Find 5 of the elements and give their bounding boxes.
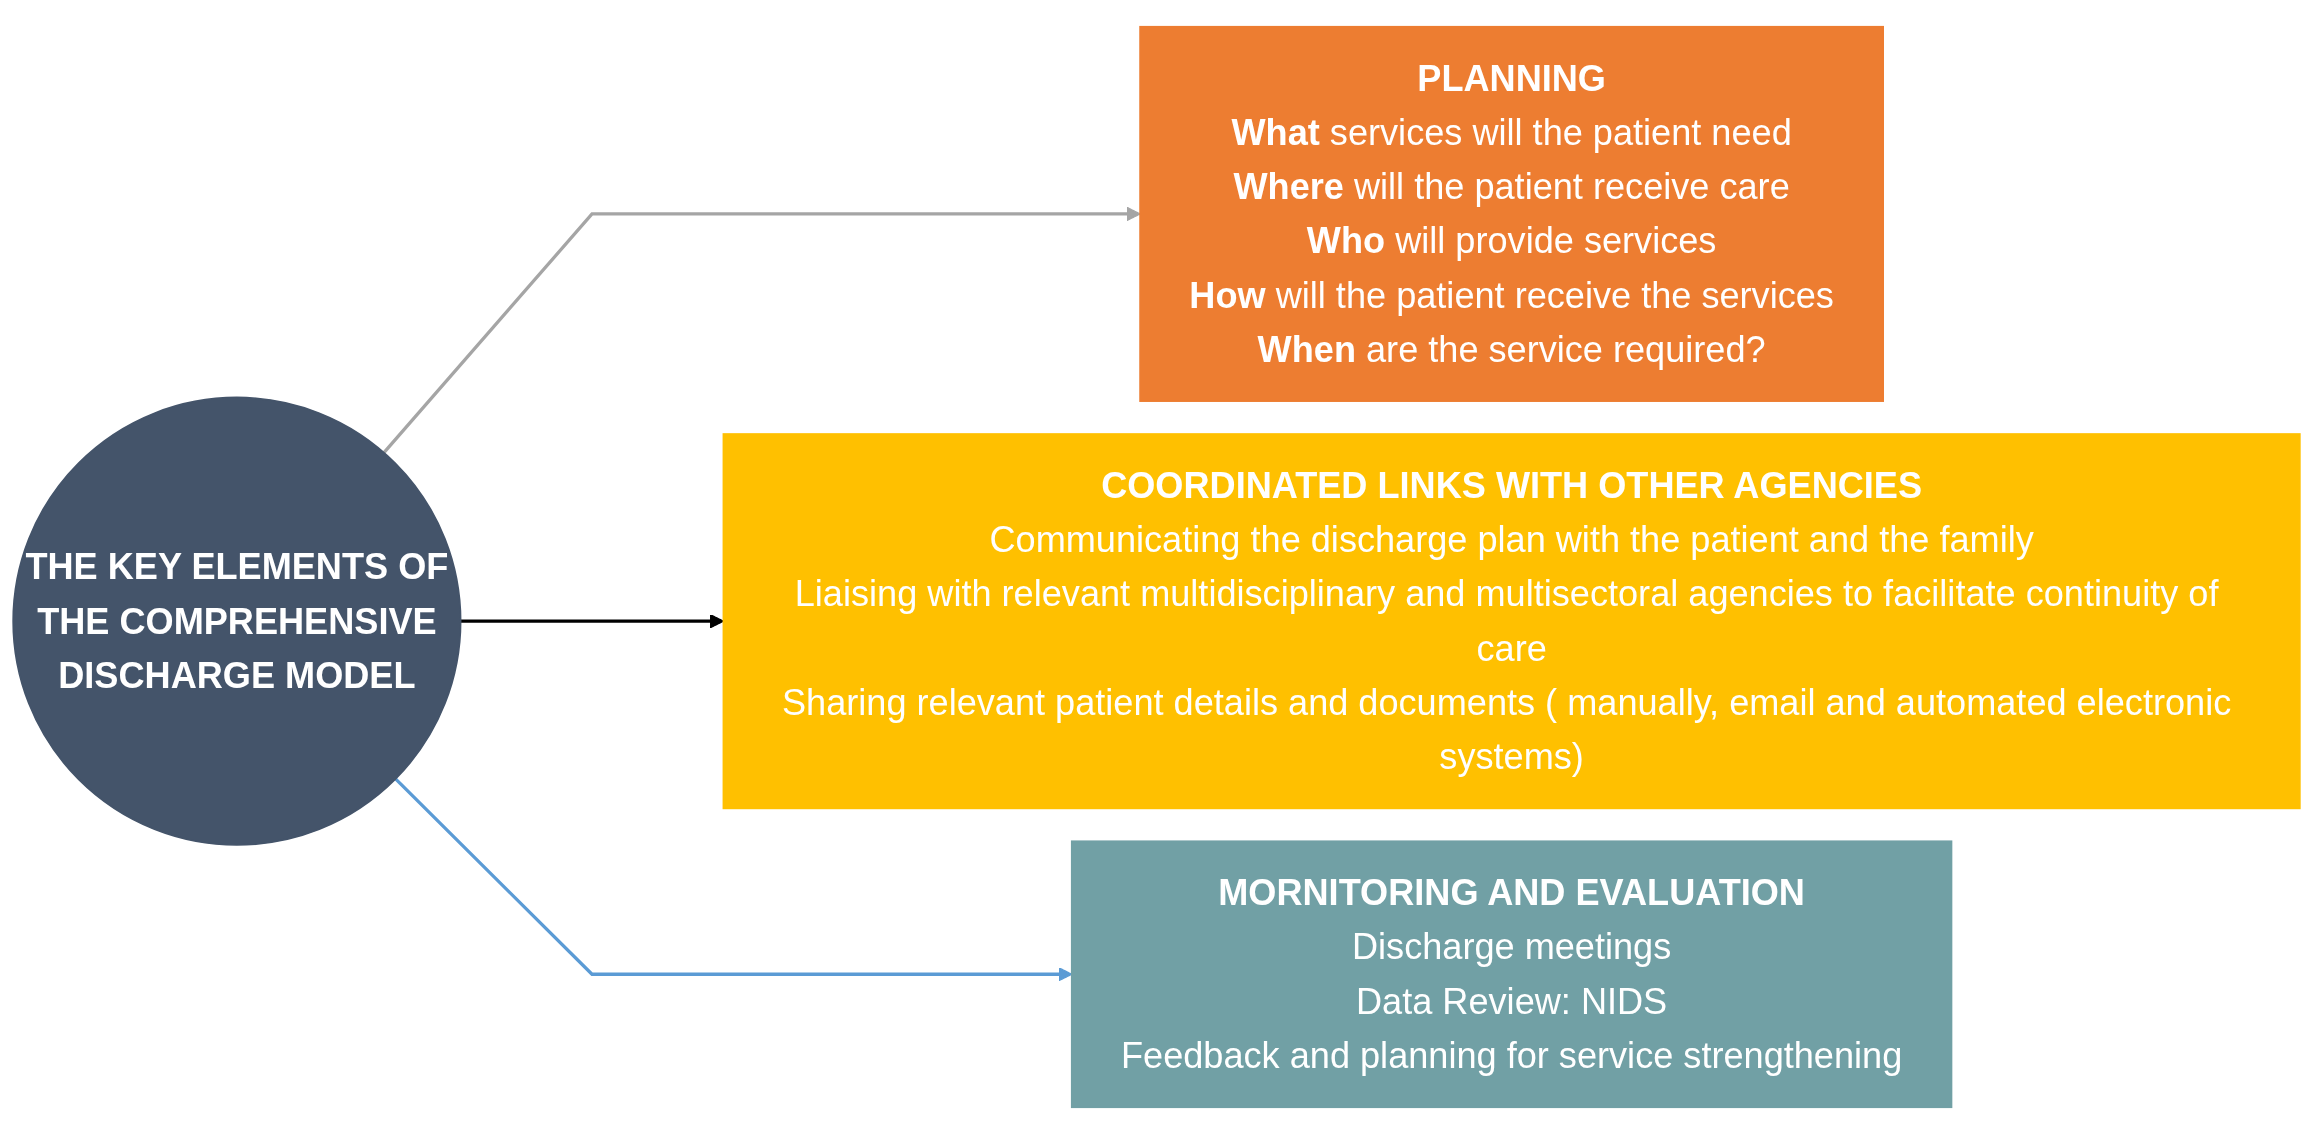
node-box: PLANNING What services will the patient need Where will the patient receive care Who will provide services How will the patient receive the services When are the service required? [1139,25,1884,402]
node-circle: THE KEY ELEMENTS OF THE COMPREHENSIVE DISCHARGE MODEL [12,396,462,846]
node-box: COORDINATED LINKS WITH OTHER AGENCIES Communicating the discharge plan with the patient and the family Liaising with relevant multidisciplinary and multisectoral agencies to facilitate continuity of care Sharing relevant patient details and documents ( manually, email and automated electronic systems) [722,433,2301,810]
node-box: MORNITORING AND EVALUATION Discharge meetings Data Review: NIDS Feedback and planning for service strengthening [1070,840,1953,1109]
arrow [382,206,1141,454]
